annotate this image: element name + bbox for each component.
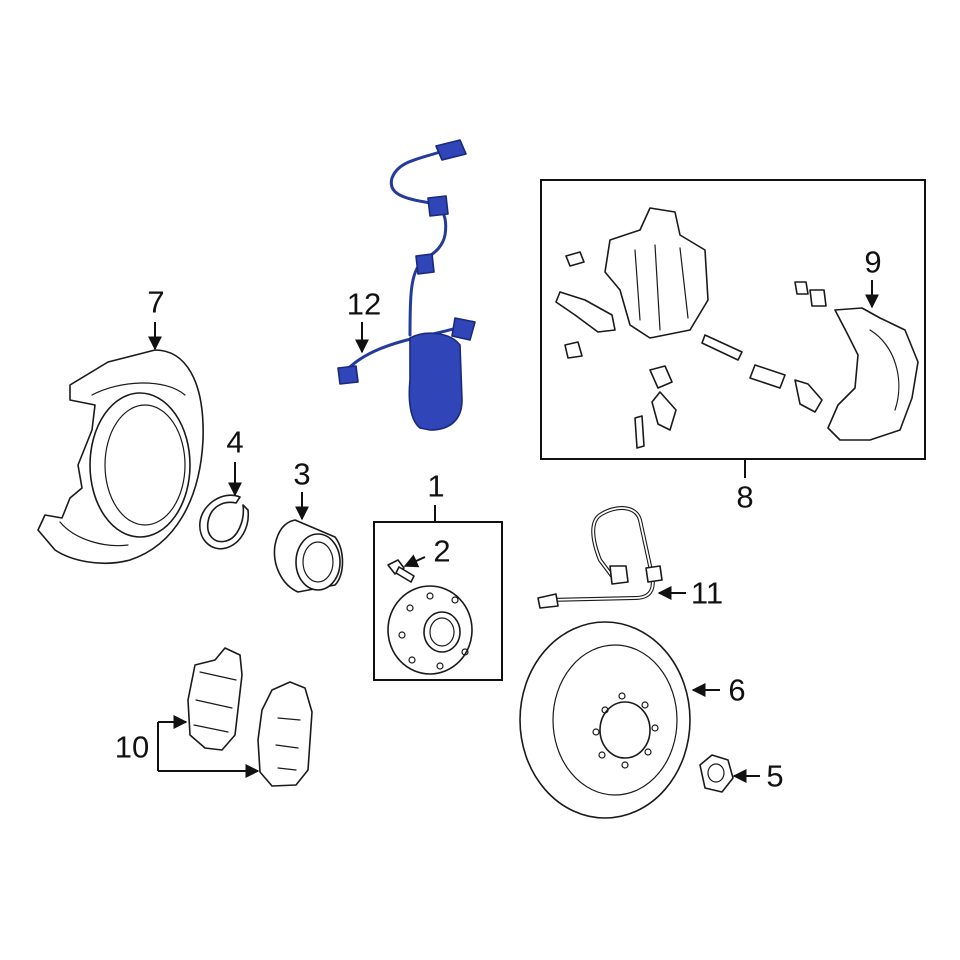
abs-speed-sensor[interactable] xyxy=(337,139,476,431)
callout-7: 7 xyxy=(147,285,164,320)
caliper-bracket-parts[interactable] xyxy=(555,251,616,359)
hub-bolt[interactable] xyxy=(387,559,415,583)
callout-labels: 7 4 3 1 2 12 9 8 11 6 5 10 xyxy=(115,245,882,794)
callout-3: 3 xyxy=(293,457,310,492)
callout-9: 9 xyxy=(864,245,881,280)
caliper-kit-box xyxy=(540,179,926,460)
wheel-bearing[interactable] xyxy=(273,519,344,593)
wheel-hub[interactable] xyxy=(387,585,473,675)
caliper-bracket[interactable] xyxy=(827,307,919,441)
dust-shield[interactable] xyxy=(37,349,204,564)
brake-pad-inner[interactable] xyxy=(187,647,243,751)
callout-2: 2 xyxy=(433,534,450,569)
callout-8: 8 xyxy=(736,480,753,515)
callout-5: 5 xyxy=(766,759,783,794)
caliper-guide-pins[interactable] xyxy=(634,281,827,449)
callout-10: 10 xyxy=(115,730,149,765)
callout-1: 1 xyxy=(427,469,444,504)
callout-11: 11 xyxy=(691,576,723,611)
brake-hose[interactable] xyxy=(537,506,663,609)
brake-caliper[interactable] xyxy=(604,207,709,339)
callout-4: 4 xyxy=(226,425,243,460)
hub-assembly-box xyxy=(373,521,503,681)
brake-pad-outer[interactable] xyxy=(257,681,313,787)
brake-rotor[interactable] xyxy=(519,621,691,819)
snap-ring[interactable] xyxy=(199,494,250,550)
hub-nut[interactable] xyxy=(699,754,734,793)
callout-6: 6 xyxy=(728,673,745,708)
callout-12: 12 xyxy=(347,287,381,322)
leader-lines xyxy=(148,280,879,783)
